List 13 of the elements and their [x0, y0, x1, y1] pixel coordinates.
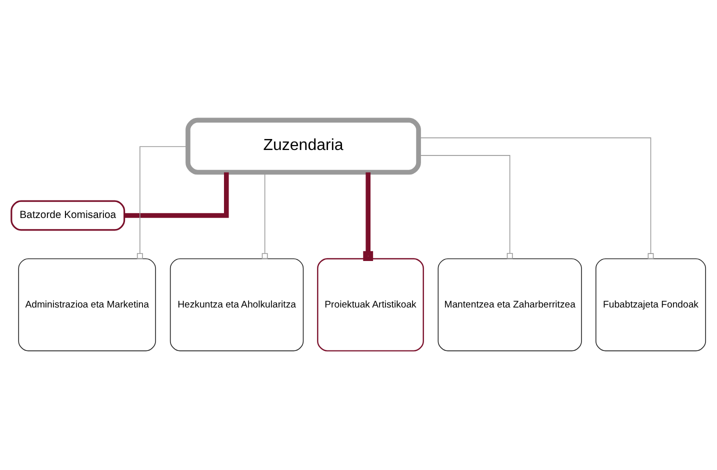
connector	[418, 154, 513, 258]
node-box: Fubabtzajeta Fondoak	[596, 258, 706, 351]
node-box: Batzorde Komisarioa	[10, 200, 126, 230]
connector	[262, 172, 268, 259]
node-box: Mantentzea eta Zaharberritzea	[438, 258, 582, 351]
connector	[418, 136, 654, 259]
node-box: Zuzendaria	[186, 117, 421, 174]
node-box: Hezkuntza eta Aholkularitza	[170, 258, 304, 351]
connector	[124, 172, 229, 218]
connector	[363, 172, 374, 261]
node-box: Administrazioa eta Marketina	[18, 258, 156, 351]
node-box: Proiektuak Artistikoak	[317, 258, 424, 351]
connector	[136, 146, 188, 258]
